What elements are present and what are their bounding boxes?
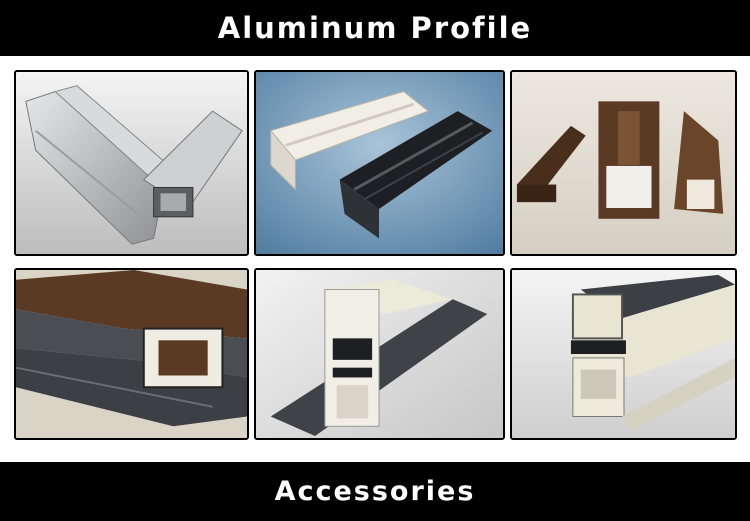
page-title: Aluminum Profile xyxy=(217,11,533,45)
photo-woodgrain-profiles xyxy=(510,70,737,256)
photo-silver-profile xyxy=(14,70,249,256)
footer-title: Accessories xyxy=(274,476,476,507)
header-banner: Aluminum Profile xyxy=(0,0,750,56)
photo-cream-grey-casement xyxy=(510,268,737,440)
photo-white-grey-thermal-profile xyxy=(254,268,505,440)
photo-woodgrain-grey-section xyxy=(14,268,249,440)
footer-banner: Accessories xyxy=(0,462,750,521)
photo-white-black-profile xyxy=(254,70,505,256)
